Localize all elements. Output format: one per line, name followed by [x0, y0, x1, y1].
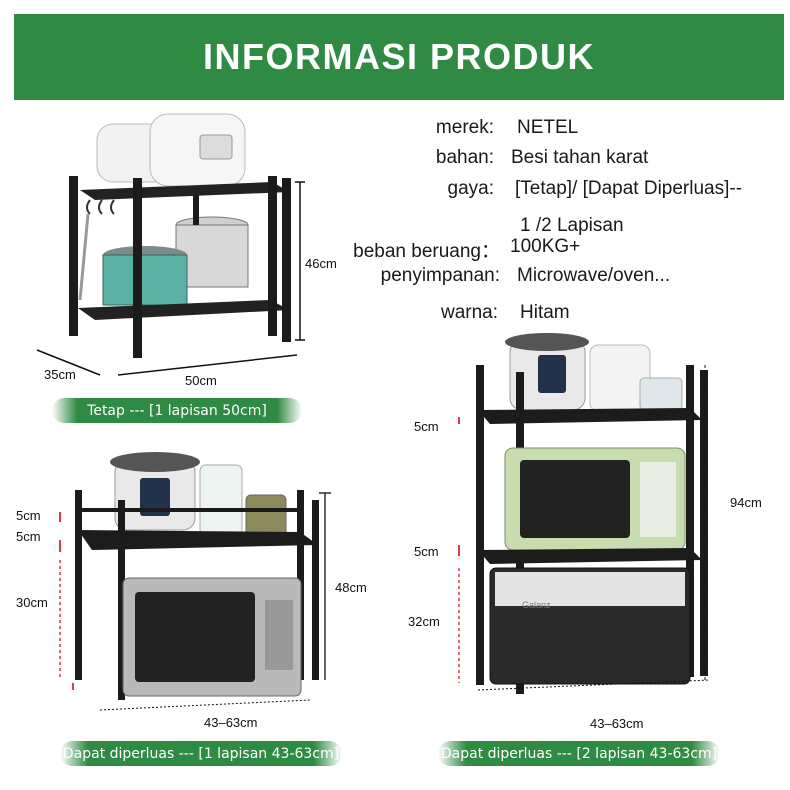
spec-value: [Tetap]/ [Dapat Diperluas]--: [515, 178, 743, 199]
spec-value: 1 /2 Lapisan: [520, 215, 624, 236]
page-title: INFORMASI PRODUK: [203, 36, 595, 77]
microwave-brand-label: Galanz: [522, 600, 551, 610]
spec-value: Besi tahan karat: [511, 147, 649, 168]
expandable-2-layer-illustration: [458, 333, 711, 694]
spec-row-material: bahan: Besi tahan karat: [0, 147, 790, 171]
expand2-top-gap-label: 5cm: [414, 419, 439, 434]
spec-label: warna:: [440, 302, 498, 323]
expand2-width-label: 43–63cm: [590, 716, 644, 731]
expandable-1-layer-illustration: [59, 452, 331, 711]
expand1-width-label: 43–63cm: [204, 715, 258, 730]
expand1-top-gap-label: 5cm: [16, 508, 41, 523]
expand1-total-label: 48cm: [335, 580, 367, 595]
spec-label: merek:: [435, 117, 494, 138]
spec-row-storage: penyimpanan: Microwave/oven...: [0, 265, 790, 289]
expand1-gap2-label: 5cm: [16, 529, 41, 544]
spec-value: Microwave/oven...: [517, 265, 671, 286]
spec-value: NETEL: [517, 117, 579, 138]
fixed-depth-label: 35cm: [44, 367, 76, 382]
fixed-height-label: 46cm: [305, 256, 337, 271]
fixed-rack-illustration: [36, 113, 305, 376]
spec-row-brand: merek: NETEL: [0, 117, 790, 141]
spec-label: beban beruang：: [353, 241, 500, 262]
spec-label: gaya:: [447, 178, 494, 199]
expand2-mid-gap-label: 5cm: [414, 544, 439, 559]
spec-row-style: gaya: [Tetap]/ [Dapat Diperluas]--: [0, 178, 790, 202]
spec-row-color: warna: Hitam: [0, 302, 790, 326]
fixed-width-label: 50cm: [185, 373, 217, 388]
caption-fixed: Tetap --- [1 lapisan 50cm]: [52, 398, 302, 423]
expand1-lower-label: 30cm: [16, 595, 48, 610]
spec-label: bahan:: [435, 147, 494, 168]
header-banner: INFORMASI PRODUK: [14, 14, 784, 100]
expand2-lower-label: 32cm: [408, 614, 440, 629]
spec-value: 100KG+: [510, 236, 581, 257]
spec-label: penyimpanan:: [380, 265, 500, 286]
expand2-total-label: 94cm: [730, 495, 762, 510]
spec-row-load: beban beruang： 100KG+: [0, 236, 790, 262]
spec-value: Hitam: [520, 302, 570, 323]
caption-expand-1: Dapat diperluas --- [1 lapisan 43-63cm]: [60, 741, 342, 766]
caption-expand-2: Dapat diperluas --- [2 lapisan 43-63cm]: [438, 741, 720, 766]
spec-row-layers: 1 /2 Lapisan: [0, 215, 790, 239]
